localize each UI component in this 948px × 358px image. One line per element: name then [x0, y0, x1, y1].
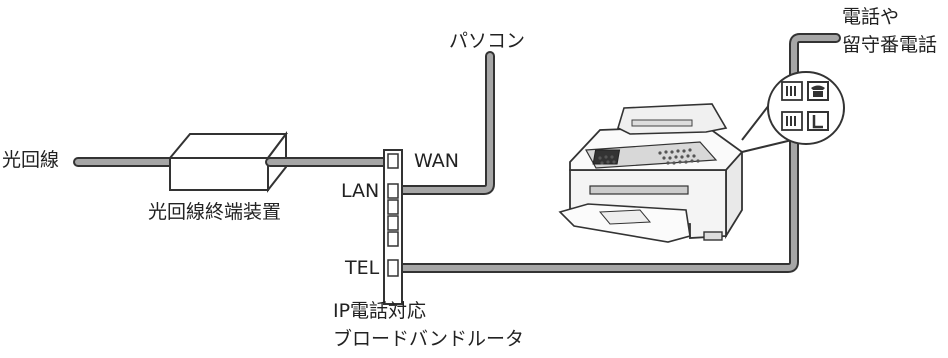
tel-port [781, 81, 803, 101]
onu-label: 光回線終端装置 [148, 201, 282, 223]
phone-label-line2: 留守番電話 [842, 34, 938, 56]
optical-line-label: 光回線 [2, 149, 60, 171]
telephone-cable [789, 33, 841, 97]
router-label-line2: ブロードバンドルータ [333, 328, 524, 350]
phone-label-line1: 電話や [842, 6, 900, 28]
pc-cable [393, 51, 495, 195]
lan-label: LAN [341, 180, 380, 202]
tel-label: TEL [345, 257, 380, 279]
printer-device [558, 103, 744, 243]
wan-label: WAN [414, 150, 459, 172]
telephone-icon [807, 81, 829, 101]
router-device [383, 149, 403, 305]
onu-device [167, 131, 288, 193]
router-ports [387, 153, 399, 277]
tel-cable [393, 115, 799, 273]
pc-label: パソコン [449, 30, 526, 52]
line-l-icon [807, 111, 829, 131]
line-port [781, 111, 803, 131]
router-label-line1: IP電話対応 [333, 300, 427, 322]
